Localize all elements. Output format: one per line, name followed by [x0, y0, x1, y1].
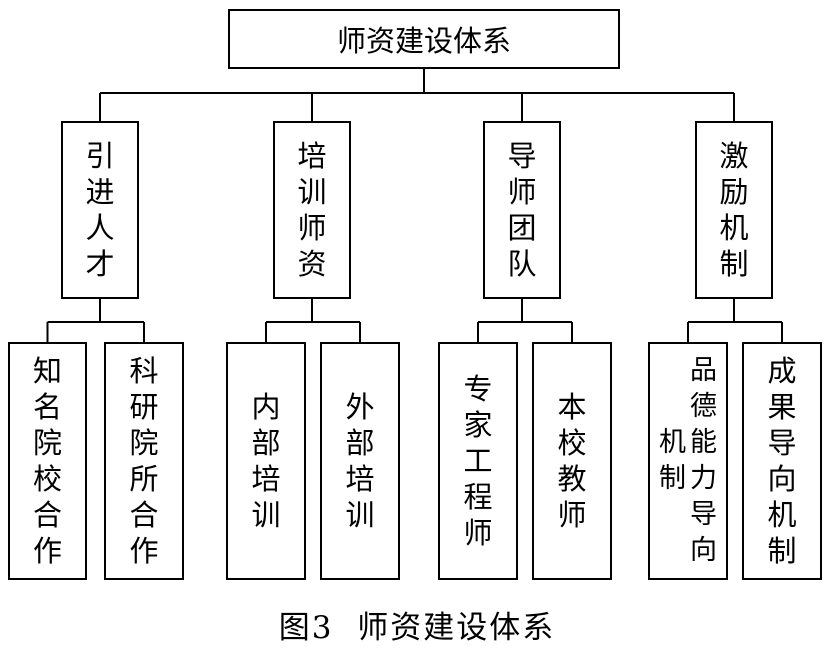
label-glyph: 科 [129, 354, 159, 388]
label-glyph: 向 [767, 462, 797, 496]
label-glyph: 本 [557, 390, 587, 424]
label-glyph: 外 [345, 390, 375, 424]
label-glyph: 机 [659, 427, 686, 458]
leaf-node-label: 专家工程师 [463, 371, 492, 551]
label-glyph: 力 [690, 463, 717, 494]
label-glyph: 果 [767, 390, 797, 424]
label-glyph: 导 [507, 139, 537, 173]
label-glyph: 师 [297, 211, 327, 245]
label-glyph: 导 [767, 426, 797, 460]
label-glyph: 机 [767, 498, 797, 532]
leaf-node-label: 知名院校合作 [33, 353, 62, 569]
label-glyph: 师 [557, 498, 587, 532]
label-glyph: 合 [32, 498, 62, 532]
label-glyph: 名 [32, 390, 62, 424]
leaf-node-internal-training: 内部培训 [226, 342, 306, 580]
label-glyph: 队 [507, 247, 537, 281]
label-glyph: 家 [463, 408, 493, 442]
label-glyph: 才 [85, 247, 115, 281]
leaf-node-external-training: 外部培训 [320, 342, 400, 580]
label-glyph: 专 [463, 372, 493, 406]
label-glyph: 进 [85, 175, 115, 209]
label-glyph: 知 [32, 354, 62, 388]
leaf-node-label-column: 品德能力导向 [690, 353, 717, 569]
label-glyph: 成 [767, 354, 797, 388]
leaf-node-label: 科研院所合作 [129, 353, 158, 569]
label-glyph: 品 [690, 355, 717, 386]
label-glyph: 引 [85, 139, 115, 173]
label-glyph: 向 [690, 535, 717, 566]
branch-node-train-teachers: 培训师资 [273, 121, 351, 299]
label-glyph: 部 [345, 426, 375, 460]
label-glyph: 培 [297, 139, 327, 173]
label-glyph: 导 [690, 499, 717, 530]
label-glyph: 工 [463, 444, 493, 478]
label-glyph: 师 [507, 175, 537, 209]
label-glyph: 所 [129, 462, 159, 496]
label-glyph: 内 [251, 390, 281, 424]
figure-title: 师资建设体系 [357, 610, 556, 646]
leaf-node-label: 外部培训 [345, 389, 374, 533]
label-glyph: 研 [129, 390, 159, 424]
leaf-node-label-column: 机制 [659, 425, 686, 497]
label-glyph: 机 [719, 211, 749, 245]
leaf-node-label-columns: 品德能力导向 机制 [659, 353, 717, 569]
branch-node-mentor-team: 导师团队 [483, 121, 561, 299]
figure-caption: 图3 师资建设体系 [0, 602, 834, 647]
label-glyph: 培 [345, 462, 375, 496]
label-glyph: 部 [251, 426, 281, 460]
label-glyph: 能 [690, 427, 717, 458]
label-glyph: 训 [297, 175, 327, 209]
label-glyph: 团 [507, 211, 537, 245]
leaf-node-label: 成果导向机制 [767, 353, 796, 569]
label-glyph: 教 [557, 462, 587, 496]
branch-node-label: 培训师资 [297, 138, 326, 282]
label-glyph: 校 [32, 462, 62, 496]
root-node: 师资建设体系 [228, 9, 620, 69]
label-glyph: 德 [690, 391, 717, 422]
leaf-node-expert-engineers: 专家工程师 [438, 342, 518, 580]
figure-number: 图3 [278, 610, 334, 646]
label-glyph: 训 [345, 498, 375, 532]
leaf-node-label: 本校教师 [557, 389, 586, 533]
branch-node-label: 引进人才 [85, 138, 114, 282]
label-glyph: 制 [719, 247, 749, 281]
leaf-node-achievement-oriented-mechanism: 成果导向机制 [742, 342, 822, 580]
branch-node-label: 激励机制 [719, 138, 748, 282]
branch-node-incentive-mechanism: 激励机制 [695, 121, 773, 299]
label-glyph: 人 [85, 211, 115, 245]
label-glyph: 制 [659, 463, 686, 494]
label-glyph: 校 [557, 426, 587, 460]
leaf-node-research-institute-cooperation: 科研院所合作 [104, 342, 184, 580]
label-glyph: 作 [129, 534, 159, 568]
label-glyph: 训 [251, 498, 281, 532]
branch-node-label: 导师团队 [507, 138, 536, 282]
leaf-node-famous-university-cooperation: 知名院校合作 [8, 342, 87, 580]
branch-node-recruit-talent: 引进人才 [61, 121, 139, 299]
label-glyph: 励 [719, 175, 749, 209]
label-glyph: 合 [129, 498, 159, 532]
label-glyph: 院 [32, 426, 62, 460]
label-glyph: 培 [251, 462, 281, 496]
label-glyph: 程 [463, 480, 493, 514]
leaf-node-school-teachers: 本校教师 [532, 342, 612, 580]
leaf-node-label: 内部培训 [251, 389, 280, 533]
leaf-node-morality-ability-mechanism: 品德能力导向 机制 [648, 342, 728, 580]
root-node-label: 师资建设体系 [336, 24, 511, 58]
label-glyph: 作 [32, 534, 62, 568]
label-glyph: 激 [719, 139, 749, 173]
label-glyph: 制 [767, 534, 797, 568]
label-glyph: 院 [129, 426, 159, 460]
label-glyph: 资 [297, 247, 327, 281]
label-glyph: 师 [463, 516, 493, 550]
